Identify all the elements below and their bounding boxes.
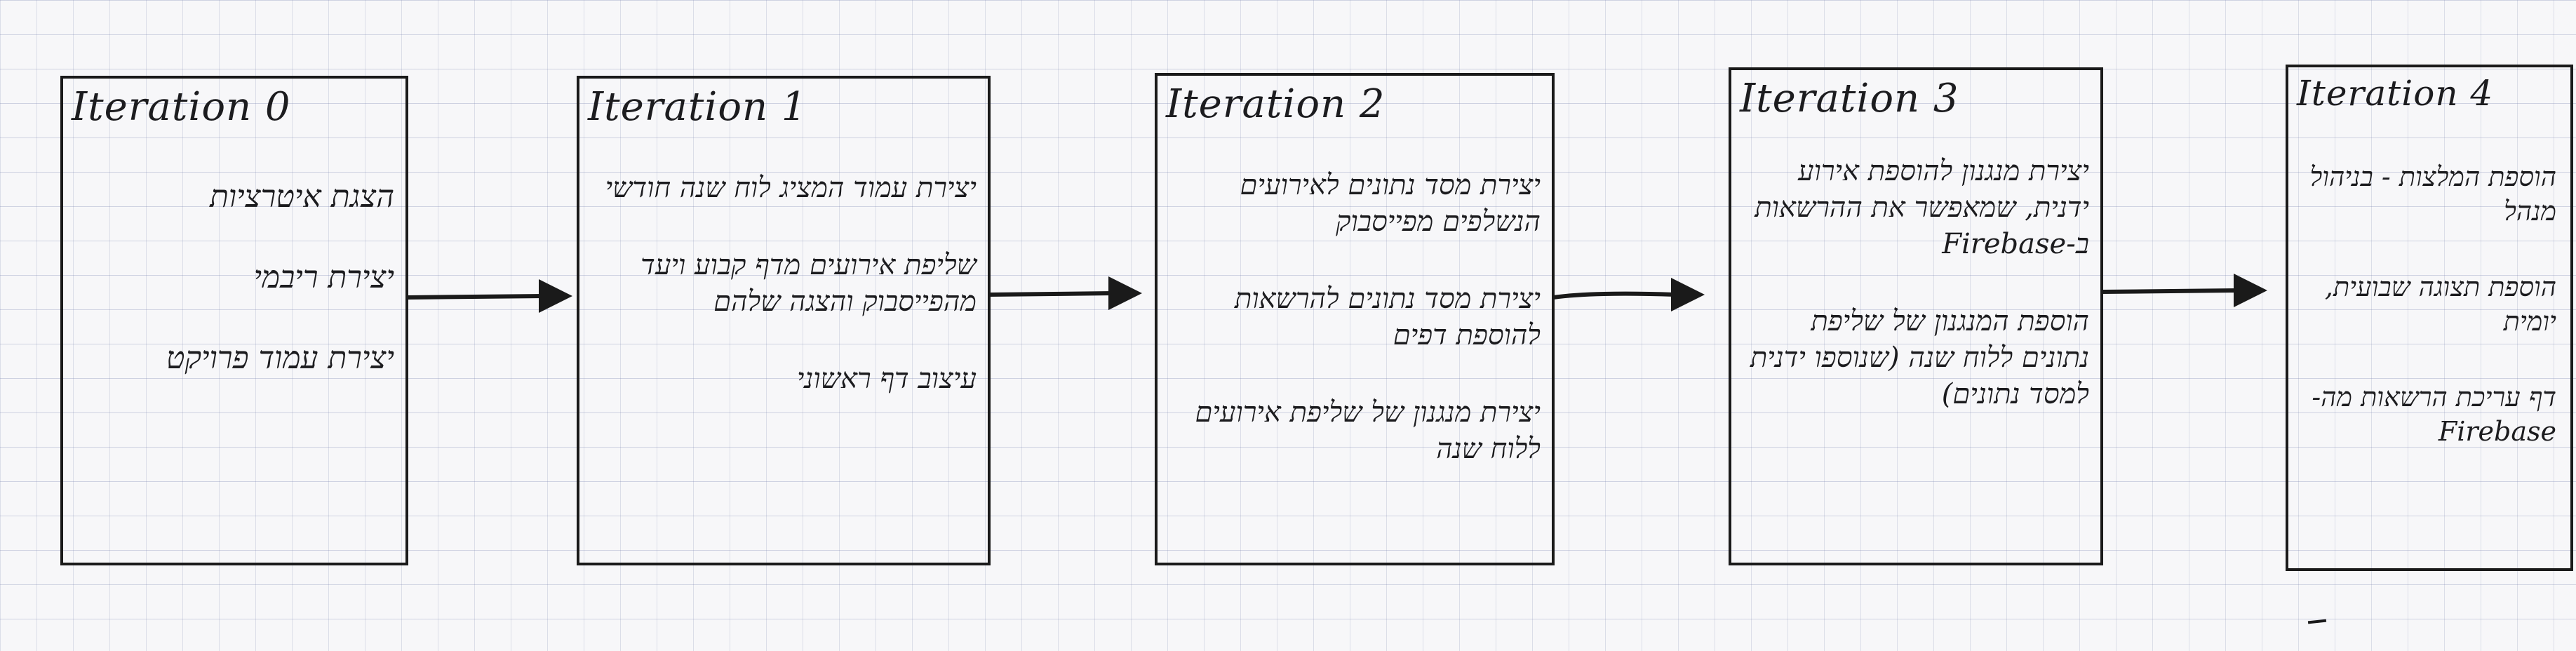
iteration-4-box: Iteration 4 הוספת המלצות - בניהול מנהל ה…: [2286, 65, 2573, 571]
arrow-iteration-3-to-4: [2100, 269, 2269, 311]
arrow-iteration-1-to-2: [988, 272, 1143, 314]
iteration-3-item-1: יצירת מנגנון להוספת אירוע ידנית, שמאפשר …: [1755, 155, 2089, 260]
iteration-1-title: Iteration 1: [588, 84, 807, 130]
iteration-1-item-2: שליפת אירועים מדף קבוע ויעד מהפייסבוק וה…: [640, 249, 977, 318]
iteration-3-items: יצירת מנגנון להוספת אירוע ידנית, שמאפשר …: [1741, 153, 2089, 453]
arrow-iteration-2-to-3: [1552, 272, 1706, 314]
iteration-2-item-2: יצירת מסד נתונים להרשאות להוספת דפים: [1234, 283, 1541, 351]
iteration-0-items: הצגת איטרציות יצירת ריבמי יצירת עמוד פרו…: [73, 177, 394, 420]
arrow-iteration-0-to-1: [405, 275, 574, 317]
iteration-2-title: Iteration 2: [1166, 81, 1386, 127]
iteration-0-box: Iteration 0 הצגת איטרציות יצירת ריבמי יצ…: [60, 76, 408, 565]
iteration-2-box: Iteration 2 יצירת מסד נתונים לאירועים הנ…: [1155, 73, 1555, 565]
iteration-0-item-2: יצירת ריבמי: [253, 260, 394, 296]
iteration-0-item-1: הצגת איטרציות: [210, 179, 394, 215]
iteration-1-item-1: יצירת עמוד המציג לוח שנה חודשי: [605, 172, 977, 204]
iteration-4-items: הוספת המלצות - בניהול מנהל הוספת תצוגה ש…: [2298, 160, 2556, 490]
iteration-4-item-1: הוספת המלצות - בניהול מנהל: [2309, 161, 2556, 227]
iteration-4-title: Iteration 4: [2297, 73, 2494, 114]
iteration-3-box: Iteration 3 יצירת מנגנון להוספת אירוע יד…: [1729, 67, 2103, 565]
iteration-2-items: יצירת מסד נתונים לאירועים הנשלפים מפייסב…: [1167, 167, 1541, 508]
iteration-4-item-3: דף עריכת הרשאות מה- Firebase: [2312, 381, 2556, 447]
iteration-2-item-3: יצירת מנגנון של שליפת אירועים ללוח שנה: [1195, 396, 1541, 465]
iteration-4-item-2: הוספת תצוגה שבועית, יומית: [2324, 271, 2556, 337]
iteration-2-item-1: יצירת מסד נתונים לאירועים הנשלפים מפייסב…: [1240, 169, 1541, 238]
iteration-3-title: Iteration 3: [1740, 76, 1959, 121]
iteration-0-title: Iteration 0: [72, 84, 291, 130]
iteration-1-box: Iteration 1 יצירת עמוד המציג לוח שנה חוד…: [577, 76, 991, 565]
iteration-1-item-3: עיצוב דף ראשוני: [796, 363, 977, 395]
iteration-1-items: יצירת עמוד המציג לוח שנה חודשי שליפת איר…: [589, 170, 977, 438]
iteration-0-item-3: יצירת עמוד פרויקט: [166, 340, 394, 377]
pen-stroke-mark: [2307, 619, 2327, 624]
iteration-3-item-2: הוספת המנגנון של שליפת נתונים ללוח שנה (…: [1750, 305, 2089, 410]
